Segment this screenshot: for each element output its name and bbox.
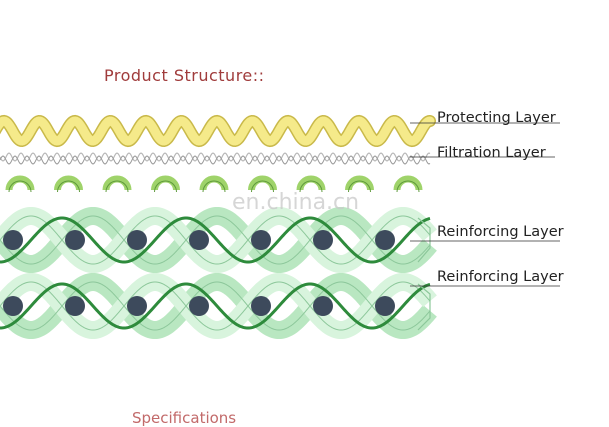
- coil-segment: [54, 175, 83, 191]
- coil-segment: [393, 175, 423, 191]
- watermark: en.china.cn: [232, 190, 360, 215]
- specifications-heading: Specifications: [132, 409, 237, 427]
- coil-segment-edge: [57, 180, 80, 193]
- coil-segment-edge: [202, 180, 226, 193]
- core-dot: [189, 230, 209, 250]
- label-protecting-layer: Protecting Layer: [437, 110, 556, 126]
- reinforcing-end-cap-2: [417, 283, 431, 331]
- coil-segment: [199, 175, 229, 191]
- coil-segment: [102, 175, 132, 191]
- reinforcing-wire: [0, 216, 431, 264]
- coil-segment-edge: [299, 180, 323, 193]
- core-dot: [189, 296, 209, 316]
- protecting-layer-wave: [0, 116, 435, 146]
- coil-segment-edge: [105, 180, 129, 193]
- reinforcing-band-a-edge: [0, 215, 431, 265]
- coil-segment: [151, 175, 180, 191]
- core-dot: [127, 296, 147, 316]
- coil-segment-edge: [348, 180, 371, 193]
- coil-segment-edge: [8, 180, 32, 193]
- core-dot: [375, 230, 395, 250]
- coil-segment-edge: [251, 180, 274, 193]
- label-reinforcing-layer-2: Reinforcing Layer: [437, 269, 564, 285]
- core-dot: [3, 230, 23, 250]
- label-filtration-layer: Filtration Layer: [437, 145, 546, 161]
- core-dot: [3, 296, 23, 316]
- filtration-layer-wave-2: [0, 155, 431, 165]
- core-dot: [313, 230, 333, 250]
- core-dot: [127, 230, 147, 250]
- coil-segment: [5, 175, 35, 191]
- filtration-layer-wave-1: [0, 152, 431, 162]
- coil-segment-edge: [154, 180, 177, 193]
- reinforcing-end-cap-1: [417, 217, 431, 263]
- coil-segment: [296, 175, 326, 191]
- section-title: Product Structure::: [104, 66, 265, 85]
- coil-segment-edge: [396, 180, 420, 193]
- label-reinforcing-layer-1: Reinforcing Layer: [437, 224, 564, 240]
- core-dot: [375, 296, 395, 316]
- coil-segment: [248, 175, 277, 191]
- reinforcing-wire: [0, 282, 431, 330]
- coil-segment: [345, 175, 374, 191]
- core-dot: [251, 230, 271, 250]
- reinforcing-band-a-edge: [0, 281, 431, 331]
- core-dot: [251, 296, 271, 316]
- core-dot: [65, 296, 85, 316]
- core-dot: [313, 296, 333, 316]
- core-dot: [65, 230, 85, 250]
